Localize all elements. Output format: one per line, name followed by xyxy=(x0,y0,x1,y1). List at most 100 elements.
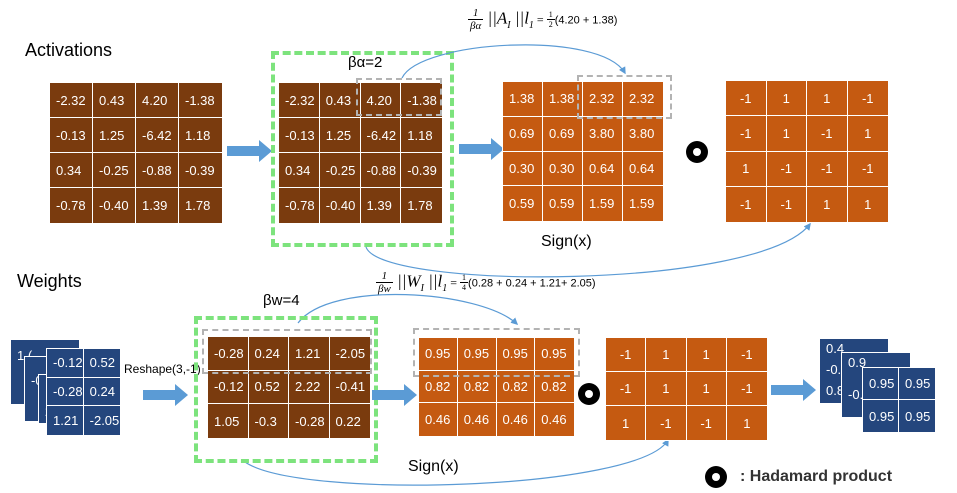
matrix-cell: 1.18 xyxy=(401,118,442,153)
arrow-right-icon xyxy=(459,138,504,160)
matrix-cell: 1 xyxy=(726,151,767,187)
matrix-cell: -0.3 xyxy=(249,404,289,438)
matrix-cell: 0.95 xyxy=(457,338,497,371)
hadamard-legend-label: : Hadamard product xyxy=(740,468,893,485)
matrix-cell: -1 xyxy=(847,81,888,117)
matrix-cell: 0.95 xyxy=(905,408,931,424)
matrix-cell: -1 xyxy=(726,338,767,372)
matrix-cell: -0.25 xyxy=(319,153,361,188)
group-highlight-activations xyxy=(356,78,442,116)
matrix-cell: 0.46 xyxy=(458,403,497,436)
matrix-cell: -2.05 xyxy=(89,413,120,429)
hadamard-product-icon xyxy=(686,141,708,163)
matrix-cell: -1 xyxy=(606,372,647,406)
matrix-cell: 0.69 xyxy=(503,116,543,152)
matrix-cell: -0.40 xyxy=(320,188,361,223)
matrix-cell: 0.82 xyxy=(419,370,458,404)
matrix-cell: 1 xyxy=(766,81,807,117)
matrix-cell: 0.59 xyxy=(543,186,583,221)
matrix-cell: 1.05 xyxy=(208,404,249,438)
matrix-cell: -0.41 xyxy=(329,371,370,405)
matrix-cell: 0.82 xyxy=(535,371,574,404)
reshape-label: Reshape(3,-1) xyxy=(124,362,201,376)
matrix-cell: 0.64 xyxy=(623,152,663,187)
matrix-cell: -1 xyxy=(807,116,848,152)
matrix-cell: -1 xyxy=(726,81,767,117)
matrix-cell: -1 xyxy=(767,186,807,222)
matrix-cell: -1 xyxy=(726,372,767,406)
group-boundary-activations xyxy=(271,51,454,247)
matrix-cell: 4.20 xyxy=(136,83,179,118)
matrix-cell: -1 xyxy=(606,338,647,372)
matrix-cell: 2.32 xyxy=(583,82,623,117)
matrix-cell: 1.18 xyxy=(179,118,222,153)
matrix-cell: -0.40 xyxy=(93,188,136,223)
matrix-cell: 2.22 xyxy=(289,370,330,405)
matrix-cell: 1.78 xyxy=(407,198,433,213)
beta-w-label: βw=4 xyxy=(263,292,300,309)
matrix-cell: -1.38 xyxy=(179,83,222,118)
matrix-cell: 0.59 xyxy=(503,186,543,221)
matrix-cell: -2.32 xyxy=(50,83,93,118)
matrix-cell: 1.25 xyxy=(319,118,361,153)
matrix-cell: -1 xyxy=(847,152,888,187)
matrix-cell: 0.95 xyxy=(496,338,536,371)
hadamard-product-icon xyxy=(578,383,600,405)
matrix-cell: 0.69 xyxy=(543,116,583,152)
matrix-cell: 0.22 xyxy=(335,413,361,429)
matrix-cell: 0.43 xyxy=(93,83,136,118)
matrix-cell: -0.13 xyxy=(279,118,320,153)
matrix-cell: 1.78 xyxy=(185,198,211,213)
matrix-cell: 1.39 xyxy=(361,188,402,223)
matrix-cell: 1.39 xyxy=(136,188,179,223)
matrix-cell: 1 xyxy=(646,372,687,406)
matrix-cell: 1.25 xyxy=(93,118,136,153)
matrix-cell: 2.32 xyxy=(623,82,663,117)
matrix-cell: 1.21 xyxy=(289,337,330,371)
matrix-cell: -6.42 xyxy=(360,118,402,153)
matrix-cell: -1 xyxy=(687,406,727,440)
group-highlight-weights xyxy=(202,329,372,374)
matrix-cell: 0.82 xyxy=(457,370,497,404)
beta-alpha-label: βα=2 xyxy=(348,54,383,71)
matrix-cell: -0.28 xyxy=(208,337,249,371)
matrix-cell: -0.28 xyxy=(47,377,84,407)
matrix-cell: 0.24 xyxy=(83,378,120,407)
matrix-cell: 1.38 xyxy=(543,82,583,117)
matrix-cell: 1 xyxy=(743,415,751,431)
matrix-cell: 0.64 xyxy=(583,151,623,187)
scale-highlight-weights xyxy=(413,328,580,377)
matrix-cell: 1.38 xyxy=(503,82,543,117)
matrix-cell: 0.95 xyxy=(419,338,458,371)
matrix-cell: -1 xyxy=(726,116,767,152)
matrix-cell: -0.39 xyxy=(401,153,442,188)
matrix-cell: 0.43 xyxy=(319,83,361,118)
matrix-cell: 0.82 xyxy=(496,370,536,404)
matrix-cell: -1 xyxy=(807,151,848,187)
matrix-cell: -0.12 xyxy=(47,349,84,378)
matrix-cell: 1 xyxy=(807,81,848,117)
matrix-cell: 1 xyxy=(606,406,647,440)
matrix-cell: 3.80 xyxy=(583,116,623,152)
matrix-cell: 1 xyxy=(864,196,872,212)
matrix-cell: -6.42 xyxy=(136,118,179,153)
group-boundary-weights xyxy=(194,316,378,463)
matrix-cell: 0.95 xyxy=(863,400,899,432)
matrix-cell: -1 xyxy=(726,186,767,222)
arrow-right-icon xyxy=(771,379,816,401)
matrix-cell: -0.78 xyxy=(279,188,320,223)
matrix-cell: 0.24 xyxy=(248,337,289,371)
matrix-cell: 0.52 xyxy=(248,370,289,405)
matrix-cell: 1 xyxy=(847,116,888,152)
arrow-right-icon xyxy=(143,384,188,406)
matrix-cell: -0.12 xyxy=(208,370,249,405)
